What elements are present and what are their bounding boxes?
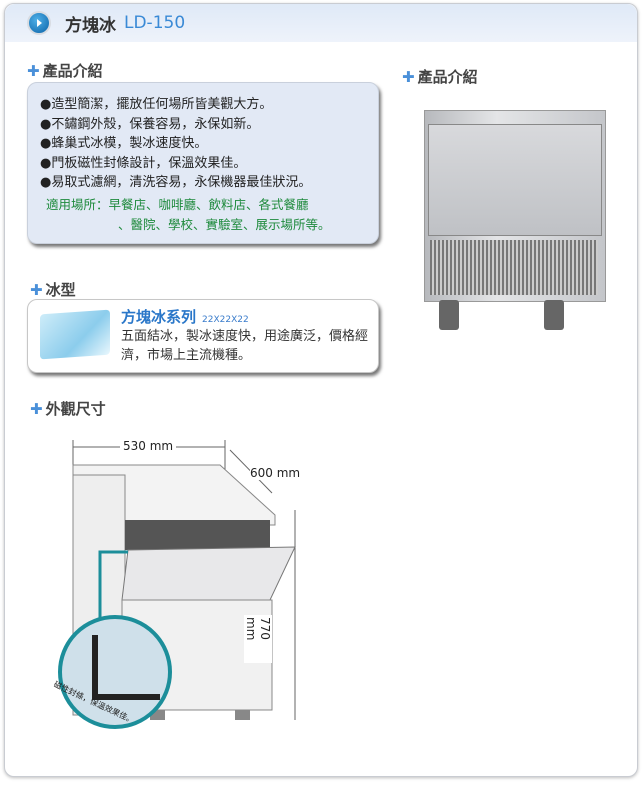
dimension-diagram: 530 mm 600 mm 770 mm 磁性封條，保溫效果佳。	[40, 435, 320, 735]
dimensions-heading: ✚外觀尺寸	[30, 400, 106, 418]
ice-title: 方塊冰系列	[121, 308, 197, 326]
ice-cube-image	[40, 309, 110, 360]
usage-line: 、醫院、學校、實驗室、展示場所等。	[118, 216, 331, 232]
feature-item: ●不鏽鋼外殼，保養容易，永保如新。	[40, 116, 260, 132]
usage-line: 適用場所：早餐店、咖啡廳、飲料店、各式餐廳	[46, 196, 309, 212]
feature-item: ●造型簡潔，擺放任何場所皆美觀大方。	[40, 97, 273, 112]
ice-heading: ✚冰型	[30, 281, 76, 299]
header: 方塊冰 LD-150	[5, 4, 637, 42]
ice-type-card: 方塊冰系列 22X22X22 五面結冰，製冰速度快，用途廣泛，價格經濟，市場上主流…	[27, 299, 379, 373]
product-model: LD-150	[124, 13, 186, 33]
ice-size: 22X22X22	[202, 315, 249, 325]
feature-item: ●蜂巢式冰模，製冰速度快。	[40, 136, 208, 151]
feature-item: ●易取式濾網，清洗容易，永保機器最佳狀況。	[40, 175, 312, 190]
ice-description: 五面結冰，製冰速度快，用途廣泛，價格經濟，市場上主流機種。	[121, 329, 369, 363]
plus-icon: ✚	[27, 62, 40, 80]
photo-heading: ✚產品介紹	[402, 68, 478, 86]
depth-label: 600 mm	[250, 466, 301, 480]
height-label: 770 mm	[244, 615, 272, 663]
product-title: 方塊冰	[65, 15, 116, 36]
play-circle-icon	[27, 11, 51, 35]
plus-icon: ✚	[402, 68, 415, 86]
plus-icon: ✚	[30, 400, 43, 418]
intro-box: ●造型簡潔，擺放任何場所皆美觀大方。 ●不鏽鋼外殼，保養容易，永保如新。 ●蜂巢…	[27, 82, 379, 244]
feature-item: ●門板磁性封條設計，保溫效果佳。	[40, 155, 247, 171]
product-photo	[424, 110, 606, 332]
intro-heading: ✚產品介紹	[27, 62, 103, 80]
plus-icon: ✚	[30, 281, 43, 299]
width-label: 530 mm	[120, 439, 177, 453]
